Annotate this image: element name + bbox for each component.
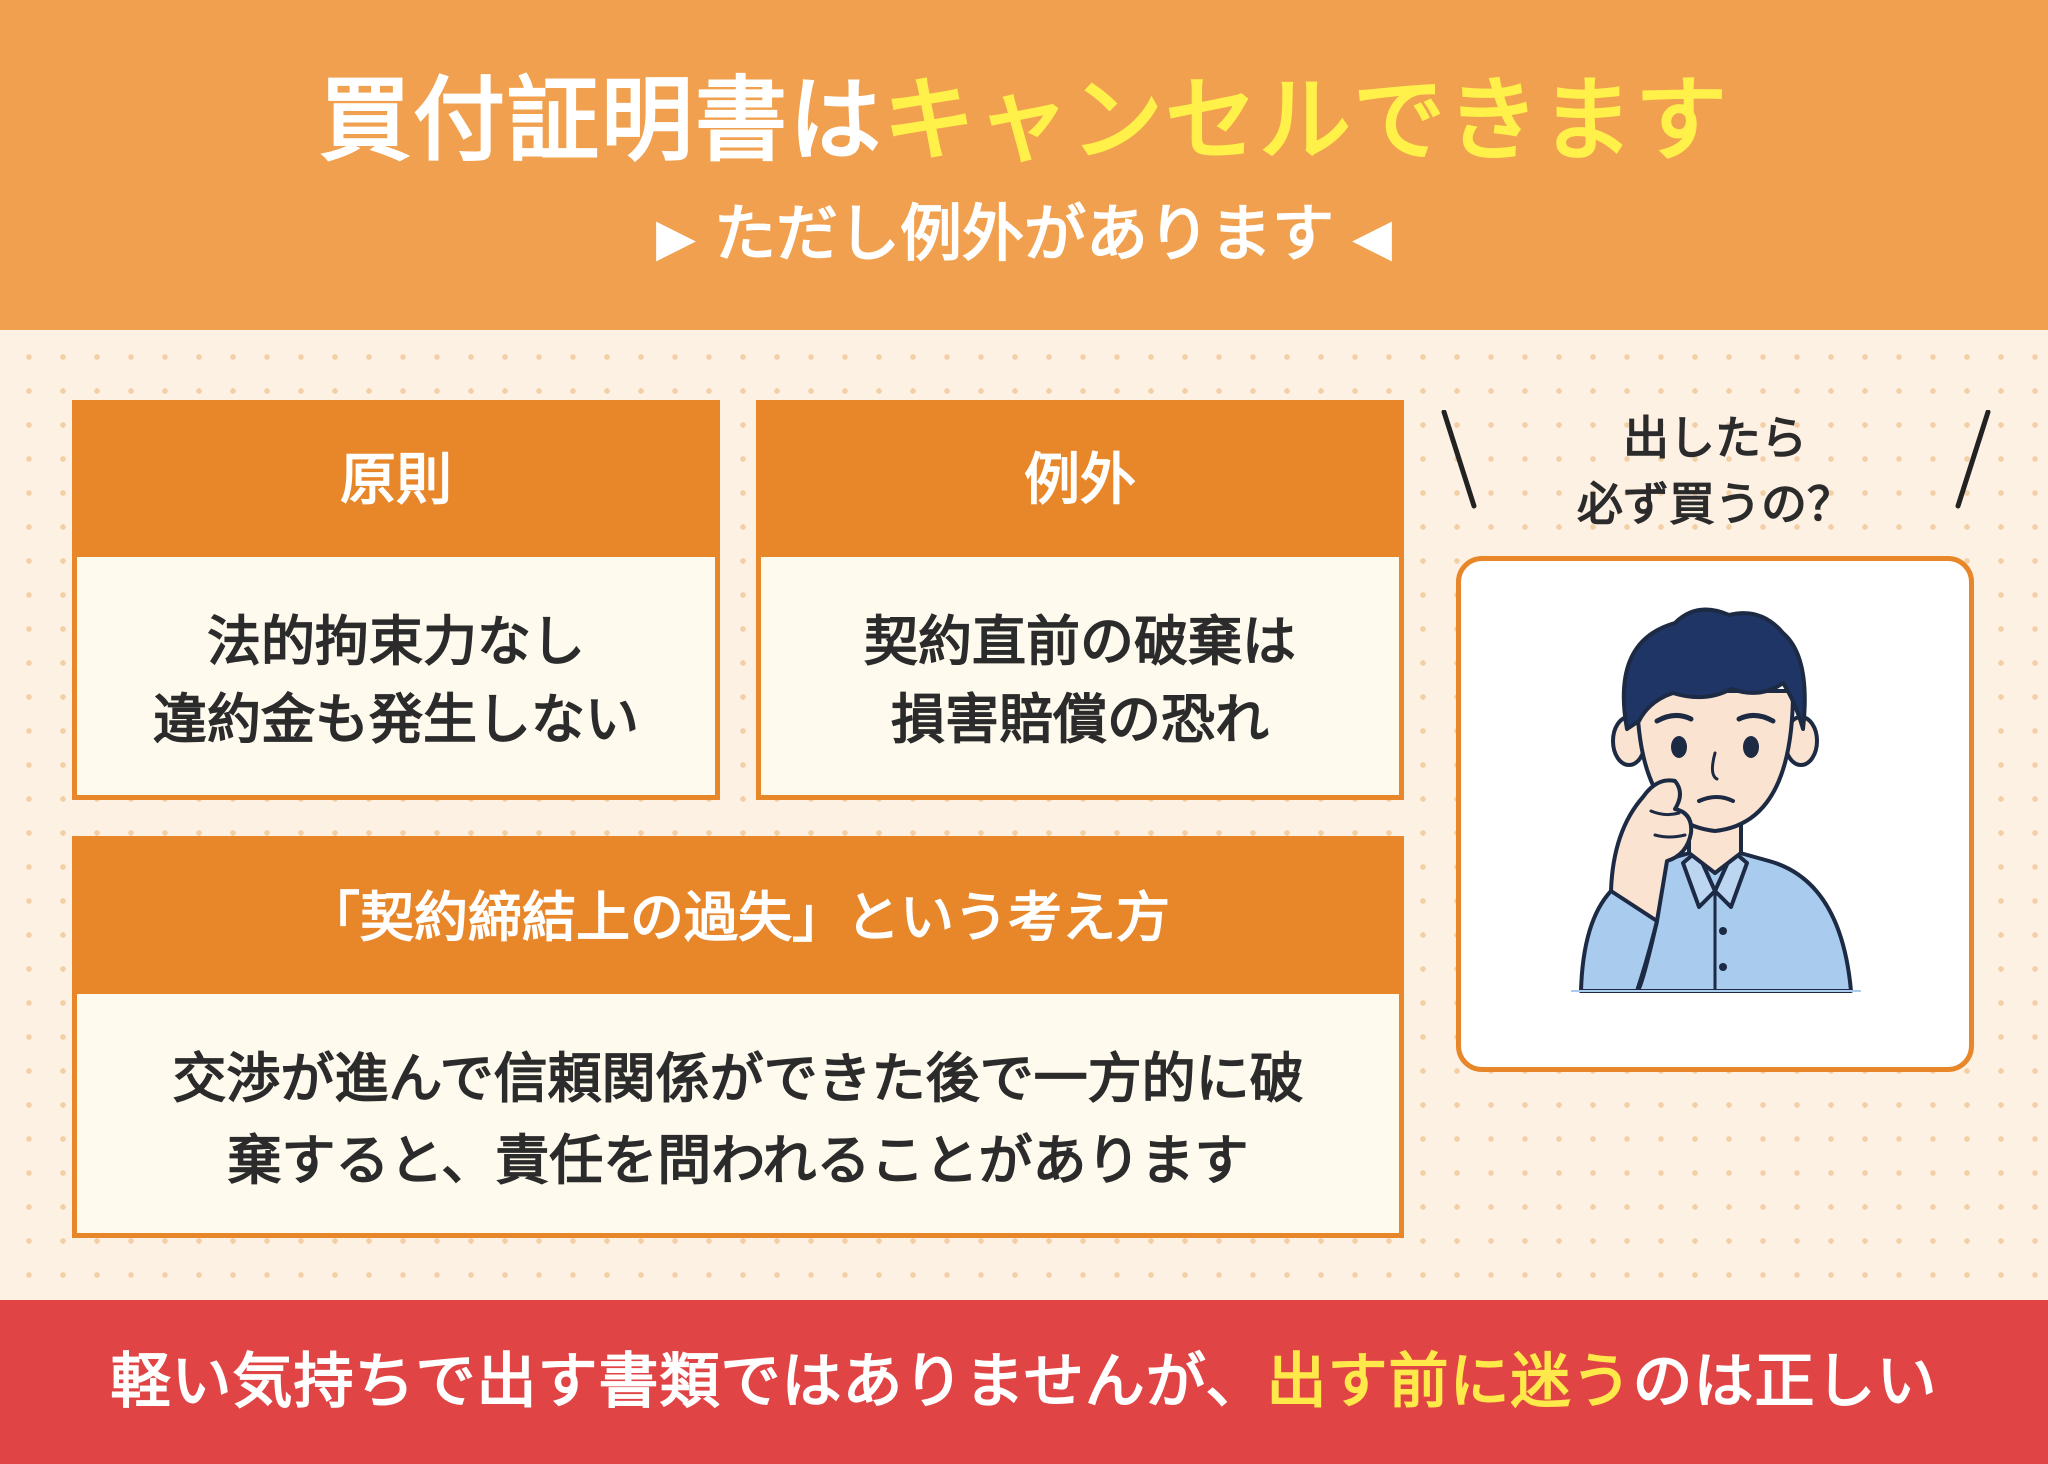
footer-text-after: のは正しい [1632,1347,1938,1417]
exception-line-2: 損害賠償の恐れ [891,688,1269,751]
header-banner: 買付証明書はキャンセルできます ▶ ただし例外があります ◀ [0,0,2048,330]
title-main: 買付証明書は [318,67,883,174]
principle-heading: 原則 [77,405,715,557]
negligence-card: 「契約締結上の過失」という考え方 交渉が進んで信頼関係ができた後で一方的に破 棄… [72,836,1404,1238]
exception-line-1: 契約直前の破棄は [864,610,1296,673]
thought-text: 出したら 必ず買うの？ [1500,405,1930,537]
emphasis-line-left-icon [1441,410,1477,509]
negligence-body: 交渉が進んで信頼関係ができた後で一方的に破 棄すると、責任を問われることがありま… [77,994,1399,1202]
thought-line-2: 必ず買うの？ [1577,477,1853,531]
arrow-left-icon: ◀ [1352,208,1392,268]
thought-line-1: 出したら [1623,411,1807,465]
subtitle: ▶ ただし例外があります ◀ [0,197,2048,270]
principle-body: 法的拘束力なし 違約金も発生しない [77,557,715,759]
title-highlight: キャンセルできます [883,67,1730,174]
negligence-line-1: 交渉が進んで信頼関係ができた後で一方的に破 [172,1047,1304,1110]
emphasis-line-right-icon [1955,410,1991,509]
footer-banner: 軽い気持ちで出す書類ではありませんが、出す前に迷うのは正しい [0,1300,2048,1464]
footer-highlight: 出す前に迷う [1266,1347,1633,1417]
principle-line-2: 違約金も発生しない [153,688,639,751]
exception-heading: 例外 [761,405,1399,557]
footer-text-before: 軽い気持ちで出す書類ではありませんが、 [110,1347,1267,1417]
page-title: 買付証明書はキャンセルできます [0,70,2048,171]
subtitle-text: ただし例外があります [713,197,1334,270]
exception-body: 契約直前の破棄は 損害賠償の恐れ [761,557,1399,759]
worried-man-icon [1571,607,1861,993]
negligence-heading: 「契約締結上の過失」という考え方 [77,841,1399,994]
principle-line-1: 法的拘束力なし [207,610,585,673]
illustration-frame [1456,556,1974,1072]
principle-card: 原則 法的拘束力なし 違約金も発生しない [72,400,720,800]
exception-card: 例外 契約直前の破棄は 損害賠償の恐れ [756,400,1404,800]
arrow-right-icon: ▶ [655,208,696,268]
negligence-line-2: 棄すると、責任を問われることがあります [227,1129,1249,1192]
